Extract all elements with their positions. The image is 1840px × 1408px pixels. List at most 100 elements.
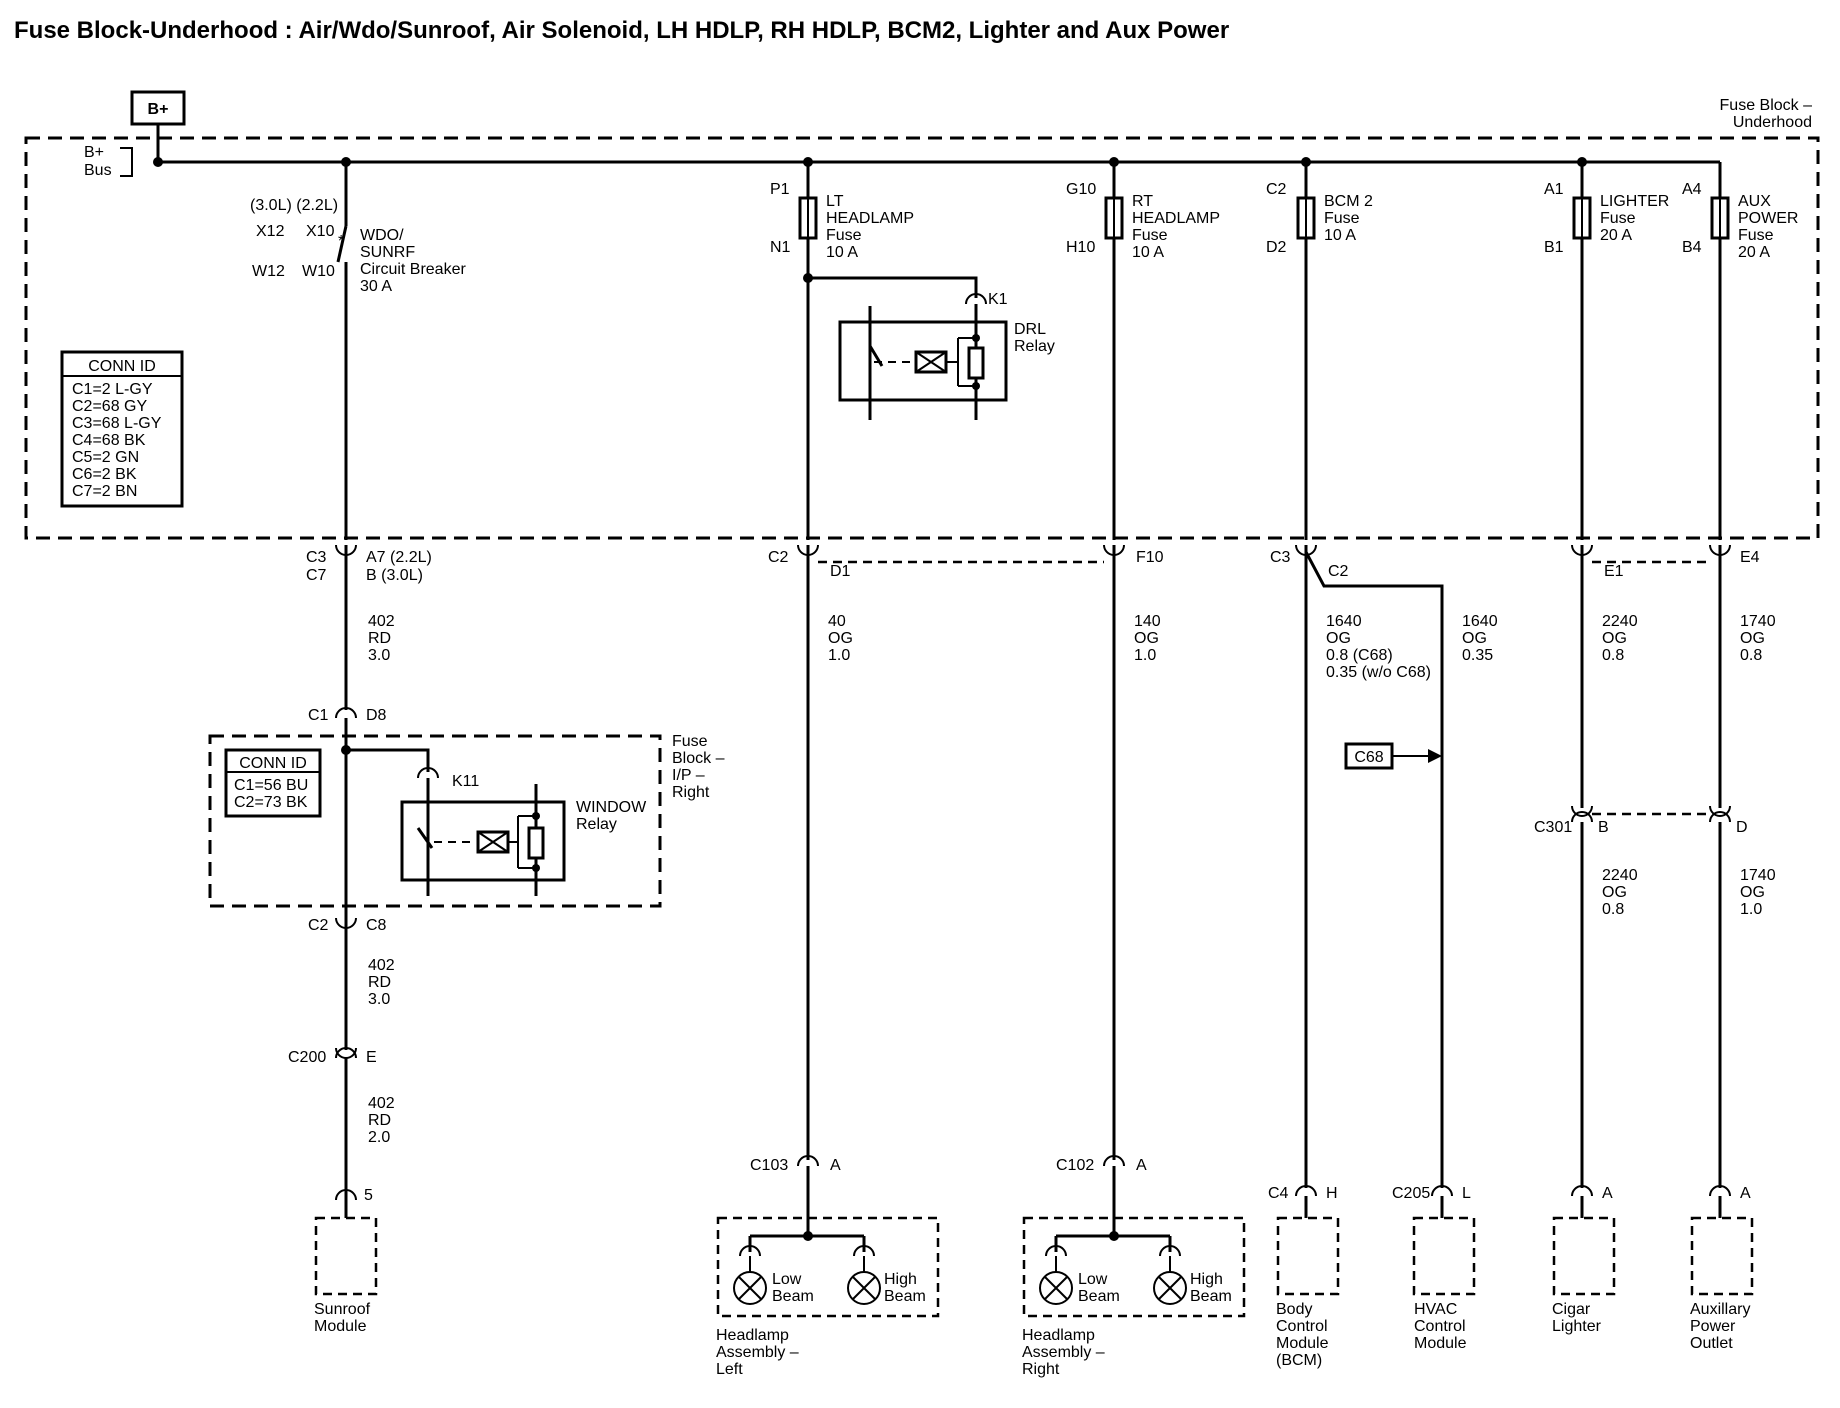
headlamp-assembly-right xyxy=(1022,1166,1246,1318)
lamp-label: Beam xyxy=(1190,1288,1232,1305)
conn-id-table-underhood: CONN ID C1=2 L-GY C2=68 GY C3=68 L-GY C4… xyxy=(60,350,184,508)
fuse-label: Fuse xyxy=(826,227,862,244)
headlamp-assembly-left xyxy=(716,1166,940,1318)
fuse-label: HEADLAMP xyxy=(826,210,914,227)
fuse-label: 10 A xyxy=(1324,227,1356,244)
conn-id-header: CONN ID xyxy=(239,755,307,772)
fuse-bcm2 xyxy=(1296,162,1316,540)
wire-label: RD xyxy=(368,1112,391,1129)
drl-relay-label: Relay xyxy=(1014,338,1055,355)
component-label: HVAC xyxy=(1414,1301,1457,1318)
component-label: Outlet xyxy=(1690,1335,1733,1352)
wire-label: 1740 xyxy=(1740,867,1776,884)
connector-c102 xyxy=(1103,1155,1125,1167)
connector-label: C102 xyxy=(1056,1157,1094,1174)
fuse-label: 20 A xyxy=(1600,227,1632,244)
wire-label: 1740 xyxy=(1740,613,1776,630)
breaker-name-line4: 30 A xyxy=(360,278,392,295)
wire-label: 0.35 (w/o C68) xyxy=(1326,664,1431,681)
bus-bracket xyxy=(120,147,133,177)
circuit-breaker-contact xyxy=(336,225,348,263)
fuse-label: 10 A xyxy=(826,244,858,261)
wire-label: OG xyxy=(1602,630,1627,647)
window-relay-ref: K11 xyxy=(452,773,479,790)
fuse-pin: A1 xyxy=(1544,181,1564,198)
connector-label: 5 xyxy=(364,1187,373,1204)
connector-c103 xyxy=(797,1155,819,1167)
connector-c4 xyxy=(1295,1185,1317,1197)
fuse-block-underhood-boundary xyxy=(24,136,1820,540)
fuse-lighter xyxy=(1572,162,1592,540)
breaker-pin-w10: W10 xyxy=(302,263,335,280)
wire-label: 402 xyxy=(368,1095,395,1112)
conn-id-row: C6=2 BK xyxy=(72,466,137,483)
conn-id-row: C7=2 BN xyxy=(72,483,137,500)
component-label: Headlamp xyxy=(716,1327,789,1344)
fuse-label: 20 A xyxy=(1738,244,1770,261)
wire-label: OG xyxy=(1740,884,1765,901)
connector-label: C2 xyxy=(768,549,789,566)
connector-label: C103 xyxy=(750,1157,788,1174)
fuse-pin: D2 xyxy=(1266,239,1287,256)
fuse-label: LT xyxy=(826,193,844,210)
bus-label-line1: B+ xyxy=(84,144,104,161)
wire-label: OG xyxy=(828,630,853,647)
breaker-name-line2: SUNRF xyxy=(360,244,415,261)
fuse-label: HEADLAMP xyxy=(1132,210,1220,227)
fuse-label: Fuse xyxy=(1324,210,1360,227)
b-plus-label: B+ xyxy=(148,101,169,118)
component-label: Module xyxy=(1414,1335,1467,1352)
connector-label: E1 xyxy=(1604,563,1624,580)
fuse-label: Fuse xyxy=(1132,227,1168,244)
wire-label: 402 xyxy=(368,613,395,630)
component-label: Lighter xyxy=(1552,1318,1602,1335)
fuse-label: RT xyxy=(1132,193,1153,210)
connector-sunroof xyxy=(335,1189,357,1201)
conn-id-table-ip: CONN ID C1=56 BU C2=73 BK xyxy=(224,748,322,818)
connector-label: E xyxy=(366,1049,377,1066)
fuse-pin: H10 xyxy=(1066,239,1095,256)
connector-label: C301 xyxy=(1534,819,1572,836)
wire-label: 1.0 xyxy=(828,647,850,664)
connector-label: C4 xyxy=(1268,1185,1289,1202)
breaker-pin-x10: X10 xyxy=(306,223,335,240)
connector-label: C2 xyxy=(1328,563,1349,580)
fuse-label: LIGHTER xyxy=(1600,193,1669,210)
conn-id-row: C1=56 BU xyxy=(234,777,308,794)
lamp-label: High xyxy=(1190,1271,1223,1288)
wire-label: OG xyxy=(1462,630,1487,647)
wire-label: OG xyxy=(1326,630,1351,647)
wire-label: 2240 xyxy=(1602,867,1638,884)
window-relay xyxy=(341,745,566,896)
fuse-label: POWER xyxy=(1738,210,1798,227)
fuse-pin: G10 xyxy=(1066,181,1096,198)
aux-outlet-box xyxy=(1690,1216,1754,1296)
connector-label: L xyxy=(1462,1185,1471,1202)
fuse-pin: C2 xyxy=(1266,181,1287,198)
connector-label: A xyxy=(1602,1185,1613,1202)
connector-label: A xyxy=(1136,1157,1147,1174)
connector-label: F10 xyxy=(1136,549,1164,566)
drl-relay-label: DRL xyxy=(1014,321,1046,338)
window-relay-label: WINDOW xyxy=(576,799,647,816)
fuse-pin: N1 xyxy=(770,239,791,256)
diagram-title: Fuse Block-Underhood : Air/Wdo/Sunroof, … xyxy=(14,17,1229,44)
bus-label-line2: Bus xyxy=(84,162,112,179)
conn-id-row: C5=2 GN xyxy=(72,449,139,466)
component-label: Power xyxy=(1690,1318,1736,1335)
wire-label: 3.0 xyxy=(368,647,390,664)
c68-arrow-head xyxy=(1428,749,1442,763)
fuse-block-ip-label: Right xyxy=(672,784,710,801)
wire-label: 140 xyxy=(1134,613,1161,630)
conn-id-row: C2=73 BK xyxy=(234,794,308,811)
lamp-label: Beam xyxy=(884,1288,926,1305)
connector-label: H xyxy=(1326,1185,1338,1202)
window-relay-label: Relay xyxy=(576,816,617,833)
connector-label: D1 xyxy=(830,563,851,580)
breaker-pin-w12: W12 xyxy=(252,263,285,280)
fuse-block-ip-label: Fuse xyxy=(672,733,708,750)
connector-label: A xyxy=(1740,1185,1751,1202)
drl-relay-ref: K1 xyxy=(988,291,1008,308)
conn-id-header: CONN ID xyxy=(88,358,156,375)
